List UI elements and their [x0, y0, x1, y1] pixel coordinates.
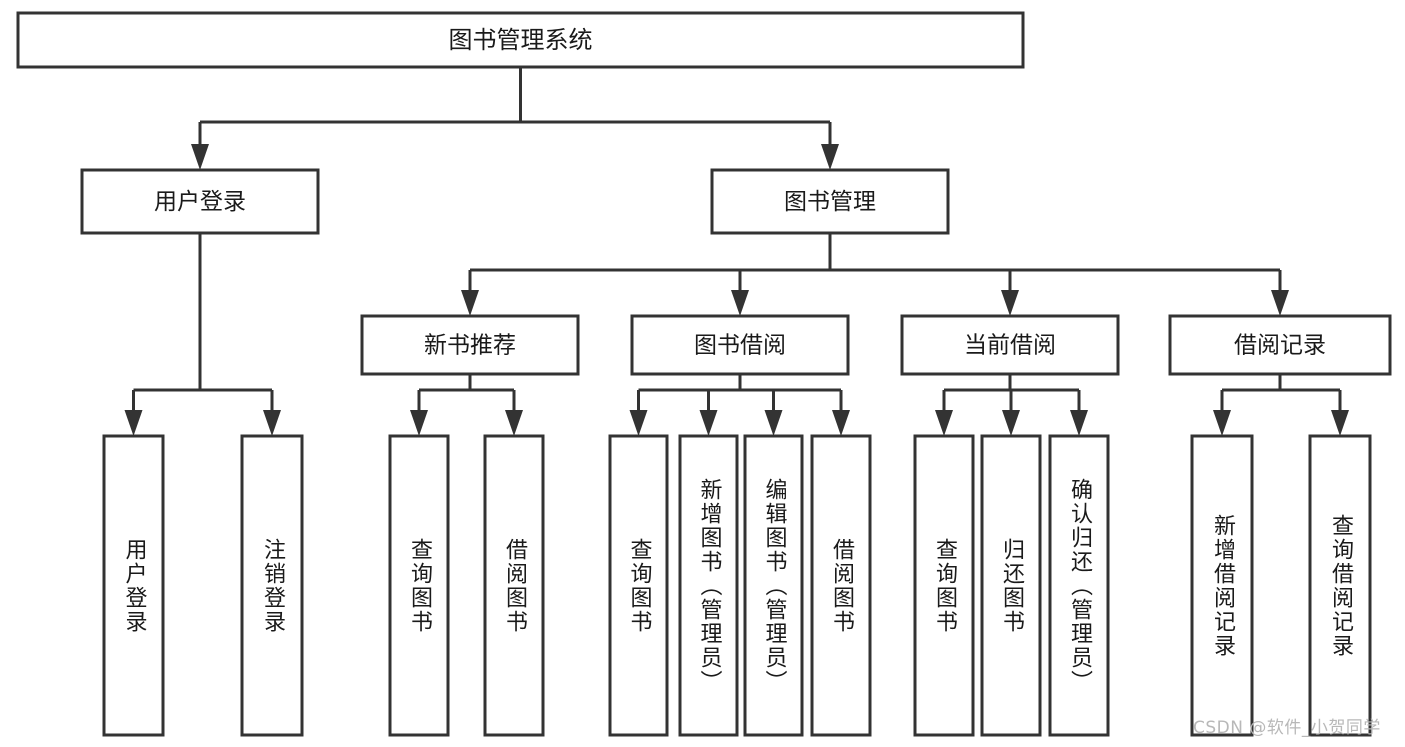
arrow-leaf-0	[124, 410, 143, 436]
arrow-level3-1	[731, 290, 749, 316]
arrow-leaf-12	[1331, 410, 1349, 436]
boxes-layer	[16, 11, 1392, 737]
leaf-box-1[interactable]	[240, 434, 304, 737]
arrow-leaf-11	[1213, 410, 1231, 436]
arrow-level2-1	[821, 144, 839, 170]
leaf-box-9[interactable]	[980, 434, 1042, 737]
node-label-level3-3: 借阅记录	[1234, 333, 1326, 359]
watermark-text: CSDN @软件_小贺同学	[1193, 718, 1381, 738]
node-label-level3-2: 当前借阅	[964, 333, 1056, 359]
arrow-leaf-4	[629, 410, 648, 436]
arrow-leaf-1	[263, 410, 281, 436]
leaf-box-4[interactable]	[608, 434, 669, 737]
connectors-layer	[124, 67, 1349, 436]
node-box-root[interactable]	[16, 11, 1025, 69]
node-label-root: 图书管理系统	[449, 26, 593, 54]
arrow-level3-2	[1001, 290, 1019, 316]
leaf-box-5[interactable]	[678, 434, 739, 737]
arrow-level3-0	[461, 290, 479, 316]
leaf-box-3[interactable]	[483, 434, 545, 737]
arrow-leaf-9	[1002, 410, 1020, 436]
node-box-level3-0[interactable]	[360, 314, 580, 376]
node-label-level3-1: 图书借阅	[694, 333, 786, 359]
arrow-leaf-10	[1070, 410, 1088, 436]
node-box-level2-0[interactable]	[80, 168, 320, 235]
arrow-leaf-8	[935, 410, 953, 436]
node-label-level2-1: 图书管理	[784, 189, 876, 215]
leaf-box-6[interactable]	[743, 434, 804, 737]
leaf-box-12[interactable]	[1308, 434, 1372, 737]
arrow-leaf-6	[764, 410, 783, 436]
node-box-level3-3[interactable]	[1168, 314, 1392, 376]
node-box-level2-1[interactable]	[710, 168, 950, 235]
leaf-box-11[interactable]	[1190, 434, 1254, 737]
node-label-level3-0: 新书推荐	[424, 333, 516, 359]
leaf-box-8[interactable]	[913, 434, 975, 737]
leaf-box-7[interactable]	[810, 434, 872, 737]
leaf-box-0[interactable]	[102, 434, 165, 737]
arrow-leaf-5	[699, 410, 718, 436]
arrow-level3-3	[1271, 290, 1289, 316]
arrow-leaf-2	[410, 410, 428, 436]
arrow-leaf-7	[832, 410, 850, 436]
node-label-level2-0: 用户登录	[154, 189, 246, 215]
arrow-leaf-3	[505, 410, 523, 436]
leaf-box-10[interactable]	[1048, 434, 1110, 737]
node-box-level3-2[interactable]	[900, 314, 1120, 376]
arrow-level2-0	[191, 144, 209, 170]
node-box-level3-1[interactable]	[630, 314, 850, 376]
leaf-box-2[interactable]	[388, 434, 450, 737]
